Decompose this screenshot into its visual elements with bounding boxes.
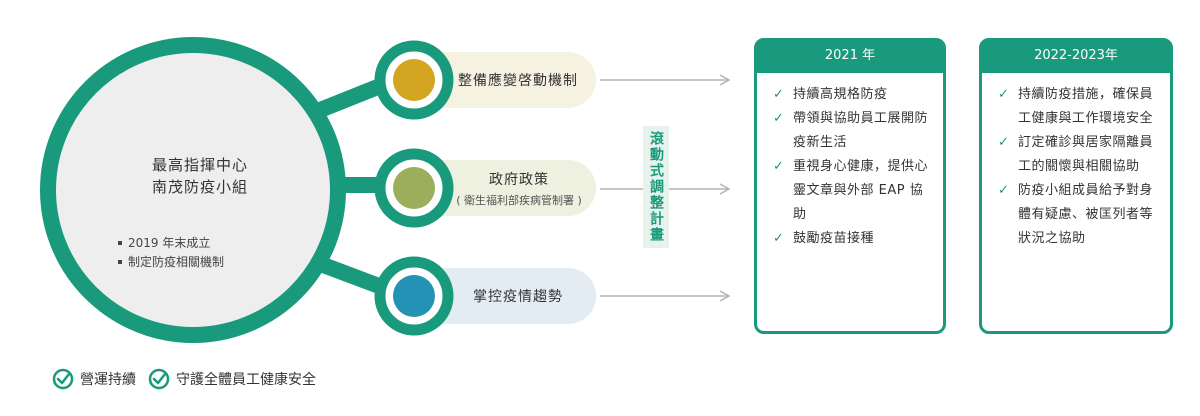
list-item: ✓ 鼓勵疫苗接種 (773, 227, 933, 251)
hub-title-line2: 南茂防疫小組 (151, 178, 248, 196)
branch-title-2: 政府政策 (489, 172, 549, 188)
hub-note: 制定防疫相關機制 (118, 253, 298, 272)
branch-title-3: 掌控疫情趨勢 (473, 289, 563, 305)
branch-dot-1 (393, 59, 435, 101)
check-icon: ✓ (773, 111, 785, 126)
panel-list-2021: ✓ 持續高規格防疫 ✓ 帶領與協助員工展開防疫新生活 ✓ 重視身心健康，提供心靈文章與… (757, 73, 943, 251)
check-icon: ✓ (998, 183, 1010, 198)
check-circle-icon (148, 368, 170, 390)
arrow-right-icon (600, 290, 731, 302)
panel-list-2022-2023: ✓ 持續防疫措施，確保員工健康與工作環境安全 ✓ 訂定確診與居家隔離員工的關懷與相關… (982, 73, 1170, 251)
check-icon: ✓ (998, 87, 1010, 102)
branch-subtitle-2: ( 衛生福利部疾病管制署 ) (456, 194, 582, 207)
branch-title-1: 整備應變啓動機制 (458, 73, 578, 89)
list-item: ✓ 訂定確診與居家隔離員工的關懷與相關協助 (998, 131, 1160, 179)
list-item: ✓ 帶領與協助員工展開防疫新生活 (773, 107, 933, 155)
list-item-text: 防疫小組成員給予對身體有疑慮、被匡列者等狀況之協助 (1018, 183, 1154, 246)
branch-label-3: 掌控疫情趨勢 (448, 286, 588, 306)
footer-item: 營運持續 (52, 368, 136, 390)
list-item-text: 鼓勵疫苗接種 (793, 231, 875, 246)
footer-item: 守護全體員工健康安全 (148, 368, 316, 390)
check-icon: ✓ (773, 159, 785, 174)
list-item-text: 訂定確診與居家隔離員工的關懷與相關協助 (1018, 135, 1154, 174)
check-icon: ✓ (773, 231, 785, 246)
branch-dot-2 (393, 167, 435, 209)
rolling-plan-label: 滾動式調整計畫 (643, 126, 669, 248)
branch-label-1: 整備應變啓動機制 (448, 70, 588, 90)
footer-legend: 營運持續 守護全體員工健康安全 (52, 368, 322, 390)
hub-notes: 2019 年末成立 制定防疫相關機制 (118, 234, 298, 272)
list-item: ✓ 持續高規格防疫 (773, 83, 933, 107)
branch-dot-3 (393, 275, 435, 317)
list-item-text: 重視身心健康，提供心靈文章與外部 EAP 協助 (793, 159, 929, 222)
check-icon: ✓ (773, 87, 785, 102)
footer-text: 守護全體員工健康安全 (176, 372, 316, 388)
check-icon: ✓ (998, 135, 1010, 150)
list-item-text: 持續高規格防疫 (793, 87, 888, 102)
panel-2021: 2021 年 ✓ 持續高規格防疫 ✓ 帶領與協助員工展開防疫新生活 ✓ 重視身心健康，… (754, 38, 946, 334)
hub-note: 2019 年末成立 (118, 234, 298, 253)
check-circle-icon (52, 368, 74, 390)
list-item: ✓ 重視身心健康，提供心靈文章與外部 EAP 協助 (773, 155, 933, 227)
list-item: ✓ 持續防疫措施，確保員工健康與工作環境安全 (998, 83, 1160, 131)
list-item-text: 持續防疫措施，確保員工健康與工作環境安全 (1018, 87, 1154, 126)
hub-title: 最高指揮中心 南茂防疫小組 (110, 154, 290, 198)
hub-title-line1: 最高指揮中心 (151, 156, 248, 174)
footer-text: 營運持續 (80, 372, 136, 388)
branch-label-2: 政府政策 ( 衛生福利部疾病管制署 ) (446, 169, 592, 208)
panel-2022-2023: 2022-2023年 ✓ 持續防疫措施，確保員工健康與工作環境安全 ✓ 訂定確診與居… (979, 38, 1173, 334)
list-item: ✓ 防疫小組成員給予對身體有疑慮、被匡列者等狀況之協助 (998, 179, 1160, 251)
list-item-text: 帶領與協助員工展開防疫新生活 (793, 111, 929, 150)
arrow-right-icon (600, 74, 731, 86)
panel-header-2021: 2021 年 (757, 41, 943, 73)
panel-header-2022-2023: 2022-2023年 (982, 41, 1170, 73)
